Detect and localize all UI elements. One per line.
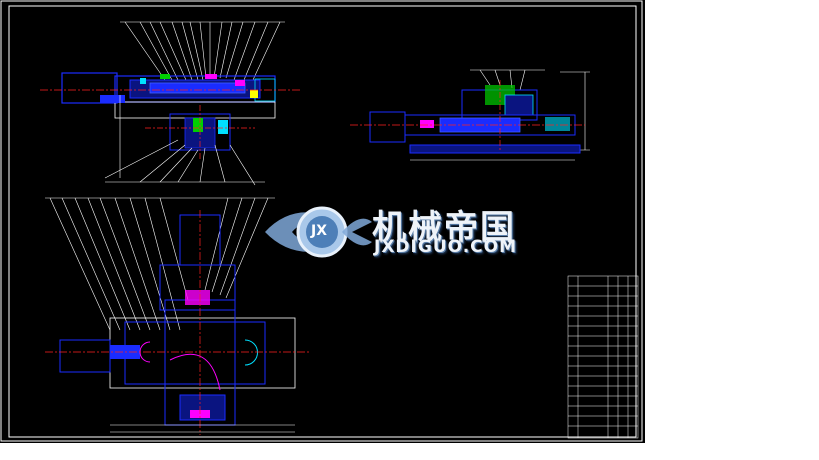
top-view [45, 197, 310, 435]
cad-drawing-canvas: 机械帝国 JXDIGUO.COM JX [0, 0, 645, 443]
side-view [350, 69, 590, 161]
watermark-emblem-letters: JX [311, 223, 328, 239]
drawing-frame [0, 0, 643, 442]
mechanical-assembly-drawing [0, 0, 643, 442]
watermark-brand-chinese: 机械帝国 [372, 208, 516, 248]
front-view-leader-lines [120, 21, 285, 83]
watermark-emblem [265, 206, 372, 258]
watermark-brand-english: JXDIGUO.COM [374, 237, 518, 257]
bill-of-materials-table [567, 275, 639, 439]
front-section-view [40, 21, 300, 186]
